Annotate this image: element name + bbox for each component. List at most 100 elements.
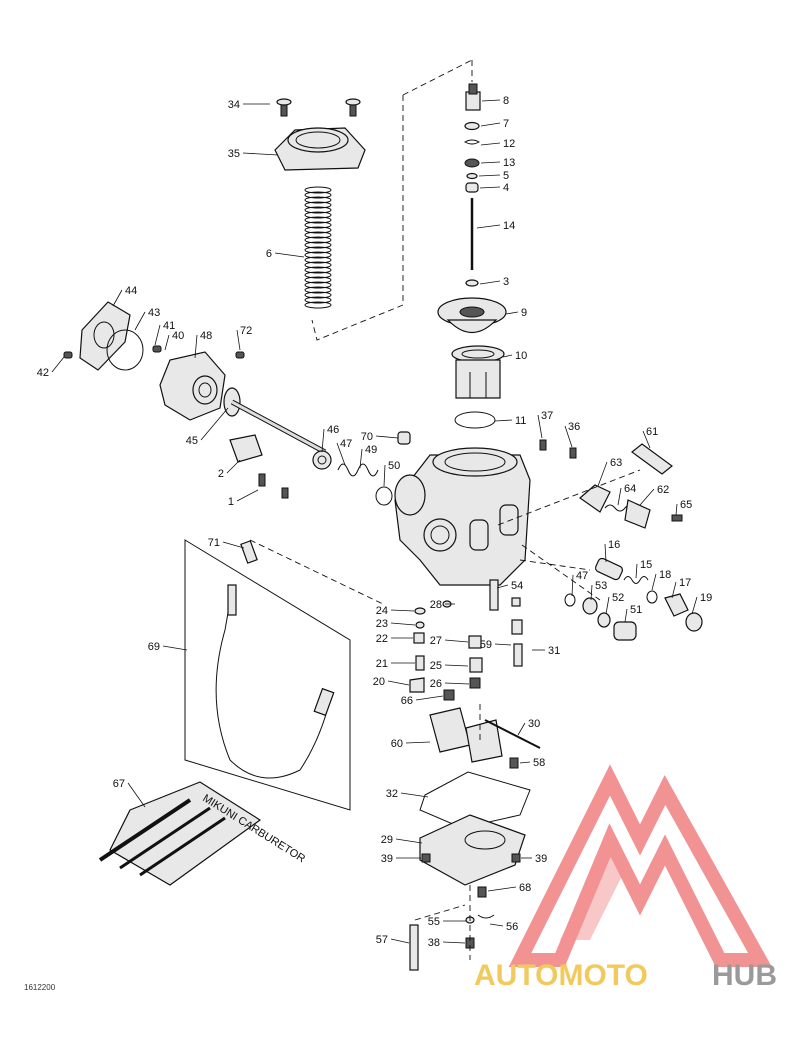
spring-coil (304, 281, 332, 289)
part-label-7: 7 (503, 118, 509, 130)
dashed-guides (249, 469, 641, 960)
part-label-67: 67 (113, 778, 125, 790)
float-bowl (409, 771, 531, 971)
spring-coil (304, 241, 332, 249)
part-label-24: 24 (376, 605, 388, 617)
part-label-64: 64 (624, 483, 636, 495)
leader-5 (478, 174, 501, 177)
spring-coil (304, 221, 332, 229)
leader-70 (375, 435, 399, 439)
part-label-20: 20 (373, 676, 385, 688)
part-label-47b: 47 (576, 570, 588, 582)
float-assembly (429, 707, 541, 769)
part-label-31: 31 (548, 645, 560, 657)
part-label-21: 21 (376, 658, 388, 670)
top-dashed-outline (311, 59, 473, 341)
part-label-59: 59 (480, 639, 492, 651)
leader-2 (226, 459, 241, 474)
leader-3 (479, 280, 501, 285)
part-label-70: 70 (361, 431, 373, 443)
leader-9 (505, 311, 519, 315)
leader-42 (51, 356, 65, 373)
part-label-25: 25 (430, 660, 442, 672)
part-label-11: 11 (515, 415, 526, 427)
right-side-parts (564, 443, 703, 641)
part-label-53: 53 (595, 580, 607, 592)
part-label-16: 16 (608, 539, 620, 551)
leader-72 (236, 329, 241, 351)
automotohub-logo (508, 764, 772, 967)
leader-63 (597, 461, 608, 487)
part-label-8: 8 (503, 95, 509, 107)
part-label-41: 41 (163, 320, 175, 332)
part-label-12: 12 (503, 138, 515, 150)
leader-13 (480, 161, 501, 164)
slide-spring (304, 186, 332, 309)
leader-49 (359, 448, 363, 469)
part-label-66: 66 (401, 695, 413, 707)
spring-coil (304, 196, 332, 204)
part-label-46: 46 (327, 424, 339, 436)
part-label-15: 15 (640, 559, 652, 571)
part-label-23: 23 (376, 618, 388, 630)
leader-65 (675, 503, 678, 516)
part-label-50: 50 (388, 460, 400, 472)
leader-24 (390, 609, 415, 612)
part-label-37: 37 (541, 410, 553, 422)
part-label-52: 52 (612, 592, 624, 604)
leader-50 (383, 464, 386, 487)
leader-7 (480, 122, 501, 127)
leader-27 (444, 639, 469, 643)
leader-23 (390, 622, 416, 626)
leader-53 (590, 584, 593, 601)
shaft-parts (312, 431, 411, 506)
leader-59 (494, 643, 512, 646)
part-label-56: 56 (506, 921, 518, 933)
part-label-72: 72 (240, 325, 252, 337)
leader-69 (162, 645, 188, 651)
throttle-slide (451, 345, 505, 399)
leader-64 (617, 487, 622, 506)
spring-coil (304, 191, 332, 199)
leader-20 (387, 680, 410, 686)
leader-15 (635, 563, 638, 579)
spring-coil (304, 186, 332, 194)
leader-41 (154, 324, 161, 346)
part-label-57: 57 (376, 934, 388, 946)
leader-14 (476, 224, 501, 229)
spring-coil (304, 301, 332, 309)
part-label-28: 28 (430, 599, 442, 611)
spring-coil (304, 276, 332, 284)
diaphragm (437, 297, 507, 334)
leader-51 (624, 608, 628, 623)
part-label-19: 19 (700, 592, 712, 604)
leader-29 (395, 838, 423, 844)
part-label-71: 71 (208, 537, 220, 549)
part-label-61: 61 (646, 426, 658, 438)
leader-67 (127, 782, 146, 808)
part-label-40: 40 (172, 330, 184, 342)
part-label-54: 54 (511, 580, 523, 592)
leader-6 (274, 252, 305, 258)
spring-coil (304, 231, 332, 239)
leader-26 (444, 682, 470, 685)
spring-coil (304, 216, 332, 224)
part-label-58: 58 (533, 757, 545, 769)
brand-text-part2: HUB (712, 959, 777, 992)
part-label-3: 3 (503, 276, 509, 288)
part-label-42: 42 (37, 367, 49, 379)
leader-44 (112, 289, 123, 307)
part-label-65: 65 (680, 499, 692, 511)
part-label-32: 32 (386, 788, 398, 800)
part-label-44: 44 (125, 285, 137, 297)
part-label-26: 26 (430, 678, 442, 690)
leader-40 (164, 334, 170, 351)
leader-16 (604, 543, 607, 563)
leader-52 (605, 596, 610, 615)
leader-60 (405, 741, 431, 744)
leader-56 (489, 923, 504, 927)
leader-8 (481, 99, 501, 102)
part-label-30: 30 (528, 718, 540, 730)
left-choke-group (63, 301, 327, 463)
